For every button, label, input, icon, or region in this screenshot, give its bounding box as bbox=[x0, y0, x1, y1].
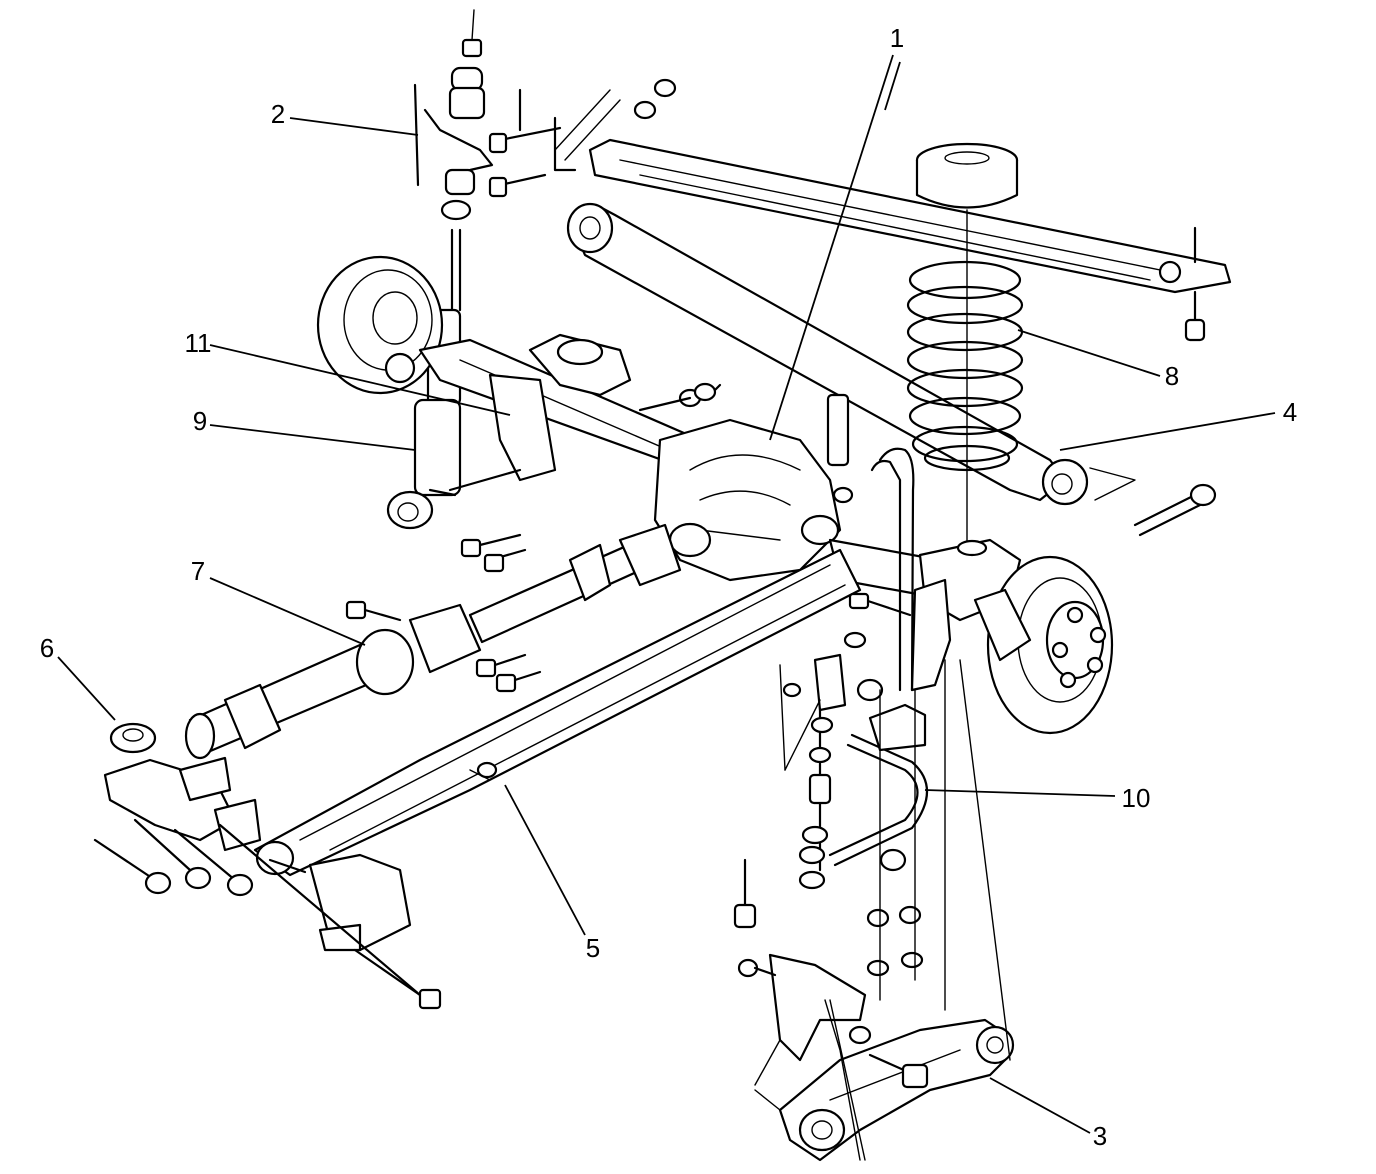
callout-6: 6 bbox=[40, 633, 54, 663]
upper-link-bar bbox=[588, 138, 1232, 342]
stabilizer-link-stack bbox=[779, 393, 884, 890]
callout-7: 7 bbox=[191, 556, 205, 586]
callout-2: 2 bbox=[271, 99, 285, 129]
lower-control-arm bbox=[253, 548, 862, 877]
stabilizer-bar bbox=[828, 447, 929, 867]
differential bbox=[653, 418, 842, 582]
shock-lower-hardware bbox=[448, 382, 722, 492]
callout-4: 4 bbox=[1283, 397, 1297, 427]
callout-3: 3 bbox=[1093, 1121, 1107, 1151]
hub-bolt bbox=[1133, 483, 1217, 537]
callout-1: 1 bbox=[890, 23, 904, 53]
upper-mount-bolts bbox=[488, 78, 677, 198]
coil-spring bbox=[906, 142, 1024, 546]
front-bracket-left bbox=[93, 756, 262, 897]
driveshaft-bolts bbox=[345, 533, 542, 693]
axle-spring-bracket bbox=[848, 578, 952, 692]
leader-lines bbox=[57, 54, 1276, 1134]
callout-numbers: 1 2 3 4 5 6 7 8 9 10 11 bbox=[40, 23, 1297, 1151]
callout-9: 9 bbox=[193, 406, 207, 436]
stabilizer-clamps bbox=[866, 689, 924, 1001]
rear-bracket-lower bbox=[218, 823, 442, 1010]
rear-axle-housing bbox=[418, 333, 702, 482]
assembly-guide-lines bbox=[824, 659, 1011, 1161]
right-brake-rotor bbox=[973, 555, 1114, 735]
callout-10: 10 bbox=[1122, 783, 1151, 813]
callout-5: 5 bbox=[586, 933, 600, 963]
drive-shaft bbox=[184, 523, 682, 760]
bushing-insulator bbox=[109, 722, 157, 754]
lower-rear-control-arm bbox=[778, 1018, 1015, 1162]
lower-arm-bracket bbox=[733, 858, 867, 1111]
callout-8: 8 bbox=[1165, 361, 1179, 391]
left-brake-backing-plate bbox=[316, 255, 444, 395]
shock-upper-mount bbox=[413, 9, 494, 221]
lower-trailing-arm bbox=[566, 202, 1136, 506]
callout-11: 11 bbox=[185, 328, 212, 358]
